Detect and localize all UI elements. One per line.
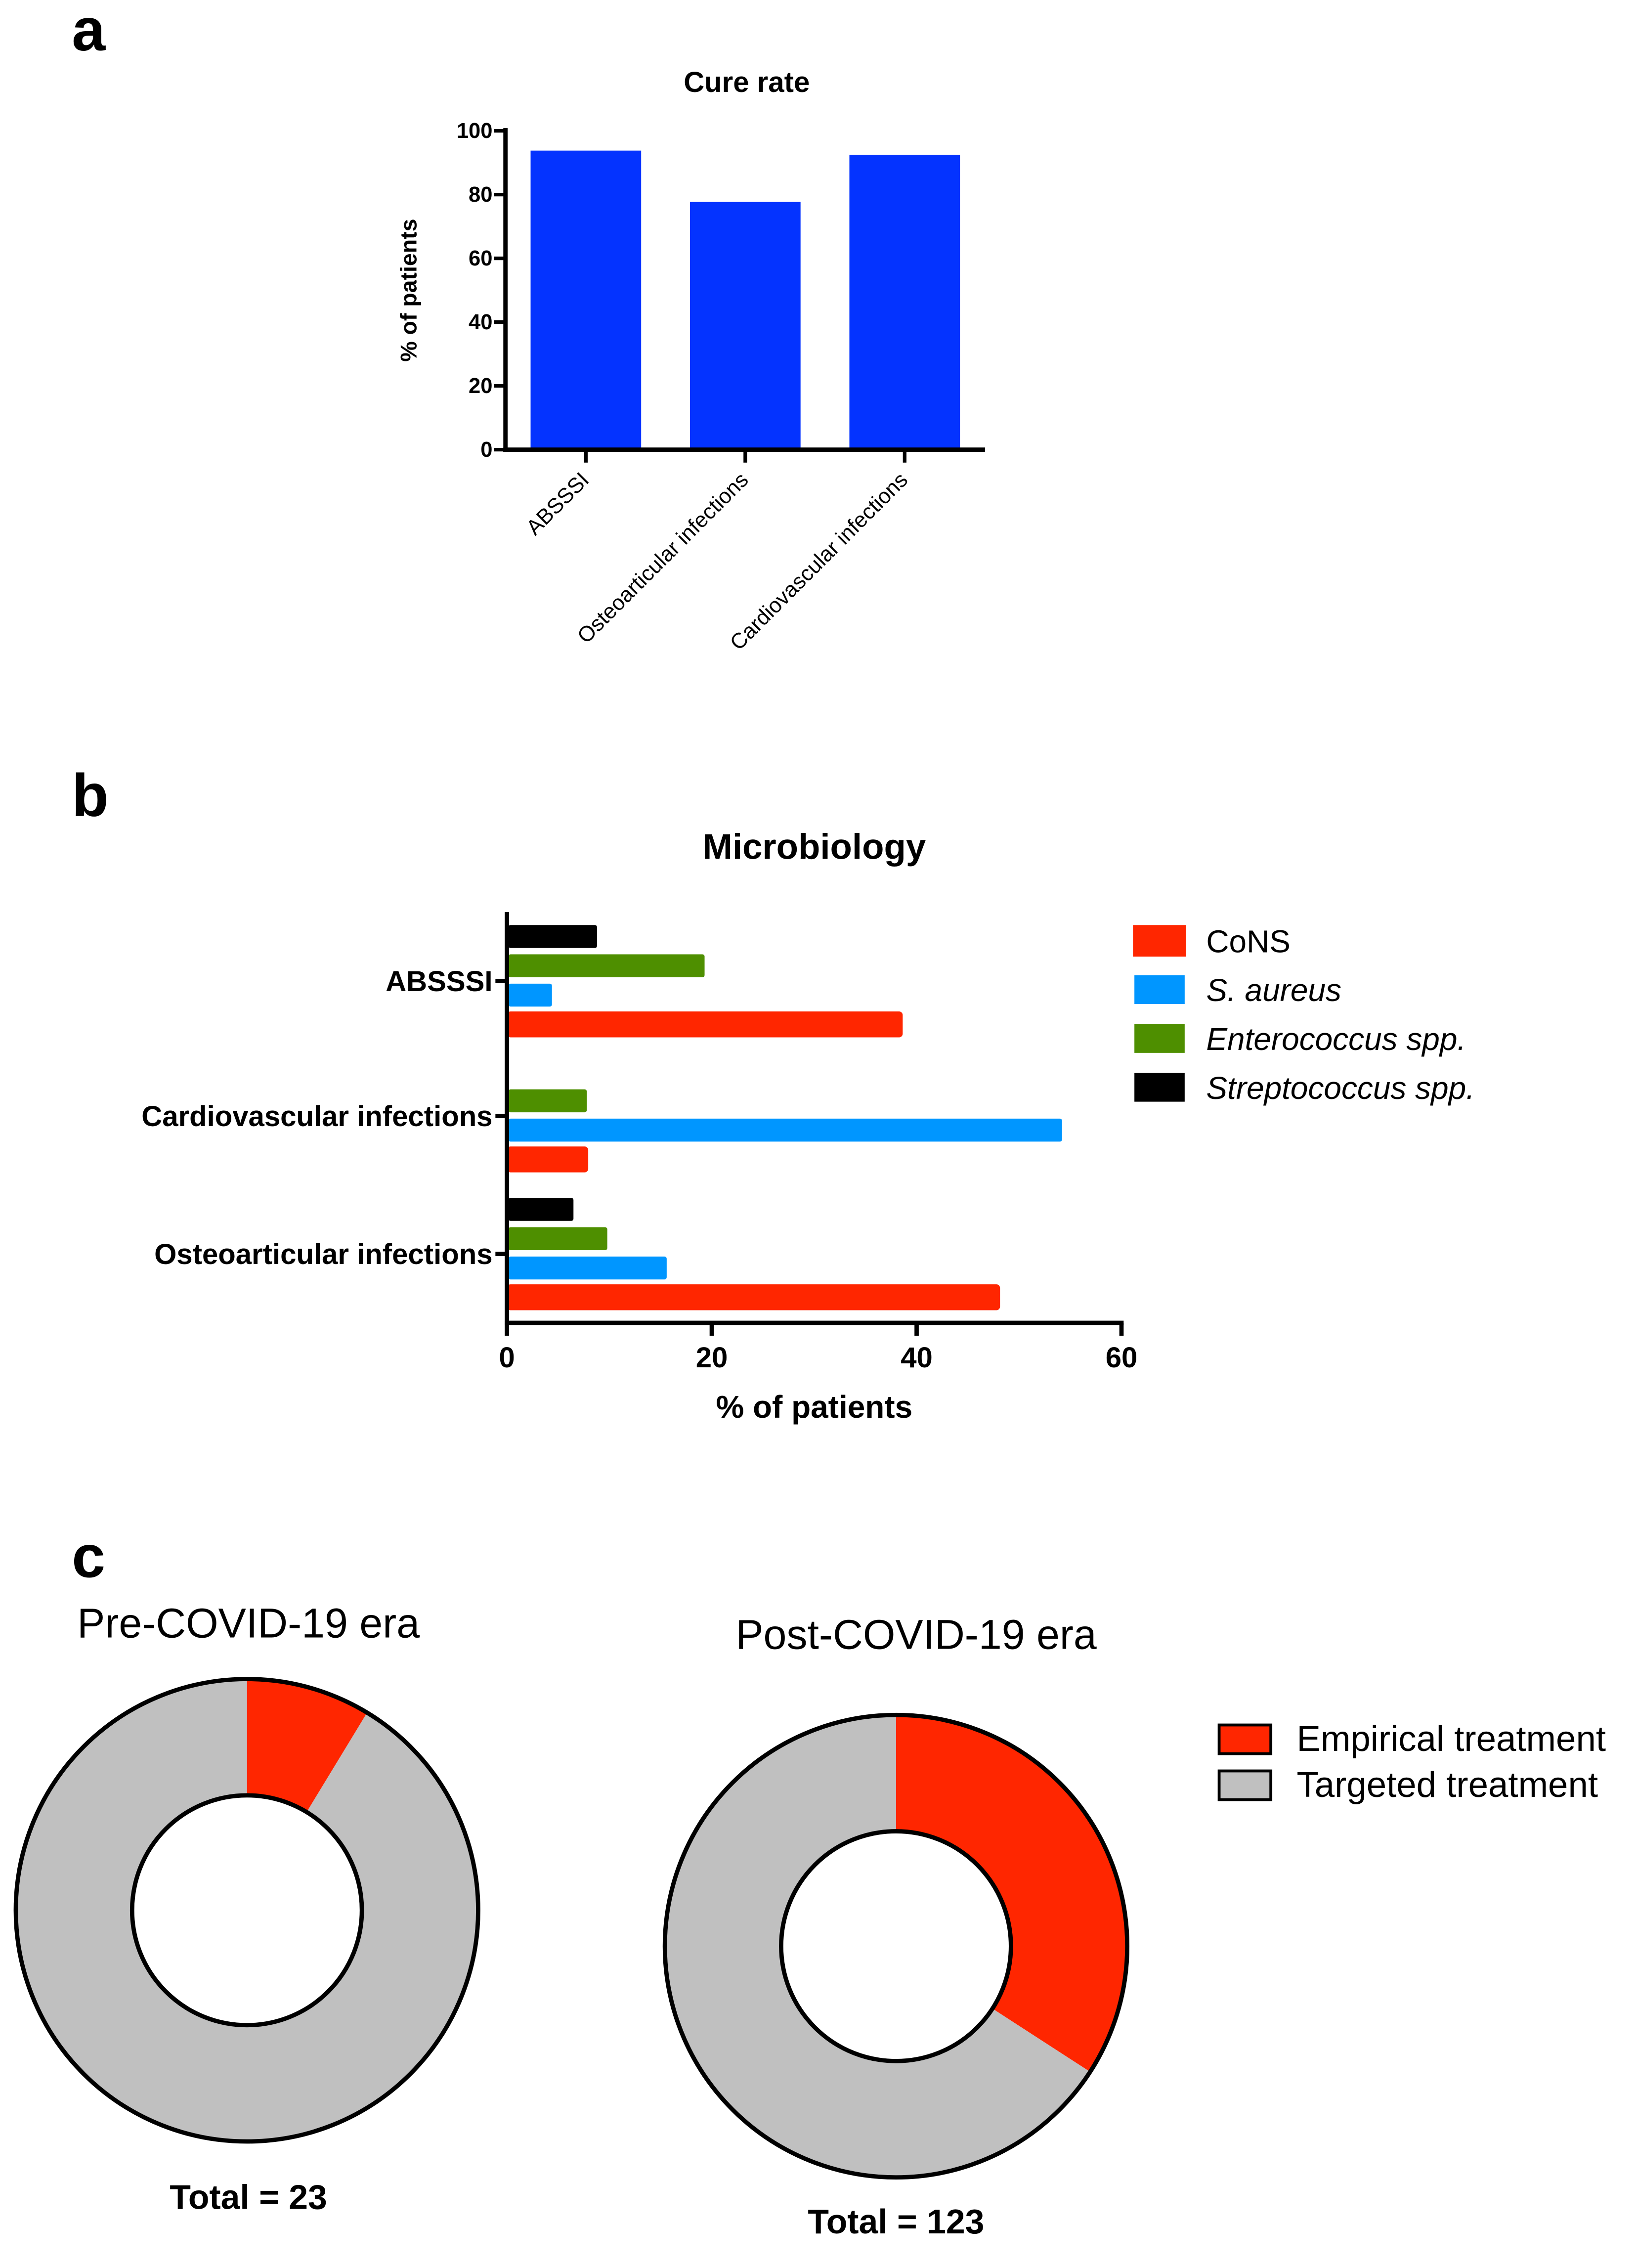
y-tick-label: 40 xyxy=(469,310,492,334)
pre-covid-total: Total = 23 xyxy=(170,2178,327,2217)
microbiology-bar xyxy=(508,1089,587,1113)
legend-label: CoNS xyxy=(1206,923,1290,959)
y-tick-label: 80 xyxy=(469,183,492,207)
cure-rate-bar xyxy=(530,150,642,450)
legend-swatch xyxy=(1134,975,1185,1004)
y-tick-label: Cardiovascular infections xyxy=(141,1100,492,1133)
cure-rate-chart: Cure rate % of patients ABSSSIOsteoartic… xyxy=(396,66,986,655)
y-tick-label: ABSSSI xyxy=(386,965,492,998)
legend-label: Streptococcus spp. xyxy=(1206,1070,1474,1106)
microbiology-bar xyxy=(508,1118,1062,1142)
x-tick-label: 60 xyxy=(1106,1342,1138,1374)
microbiology-bar xyxy=(508,983,552,1007)
donut-slice xyxy=(896,1715,1127,2072)
panel-label-a: a xyxy=(72,0,106,63)
microbiology-bar xyxy=(507,1011,903,1038)
y-tick-label: 100 xyxy=(457,119,493,143)
cure-rate-bar xyxy=(849,155,960,450)
microbiology-bar xyxy=(508,925,597,948)
microbiology-chart: Microbiology % of patients ABSSSI Cardiov… xyxy=(141,827,1475,1425)
cure-rate-bar xyxy=(689,202,801,450)
microbiology-bar xyxy=(508,1227,607,1251)
x-tick-label: 20 xyxy=(696,1342,728,1374)
donut-hole xyxy=(779,1829,1013,2063)
cure-rate-ylabel: % of patients xyxy=(396,219,422,362)
microbiology-title: Microbiology xyxy=(702,827,926,867)
legend-swatch-targeted xyxy=(1217,1769,1273,1801)
y-tick-label: 0 xyxy=(480,438,492,462)
treatment-donuts: Pre-COVID-19 era Total = 23 Post-COVID-1… xyxy=(13,1600,1606,2241)
x-tick-label: 0 xyxy=(499,1342,515,1374)
legend-swatch-empirical xyxy=(1217,1723,1273,1755)
x-tick-label: ABSSSI xyxy=(522,468,594,540)
pre-covid-title: Pre-COVID-19 era xyxy=(77,1600,420,1646)
y-tick-label: 20 xyxy=(469,374,492,398)
microbiology-xlabel: % of patients xyxy=(716,1389,912,1425)
x-tick-label: Osteoarticular infections xyxy=(573,468,753,648)
panel-label-b: b xyxy=(72,761,109,829)
microbiology-bar xyxy=(508,1256,667,1280)
microbiology-bar xyxy=(507,1284,1000,1310)
panel-label-c: c xyxy=(72,1523,105,1590)
legend-label-targeted: Targeted treatment xyxy=(1296,1765,1598,1805)
y-tick-label: 60 xyxy=(469,247,492,270)
x-tick-label: 40 xyxy=(901,1342,933,1374)
donut-slice xyxy=(665,1715,1090,2178)
donut-hole xyxy=(129,1793,364,2028)
donut-slice xyxy=(15,1679,478,2142)
legend-swatch xyxy=(1134,1073,1185,1102)
legend-label: S. aureus xyxy=(1206,972,1341,1008)
microbiology-bar xyxy=(508,1198,574,1221)
y-tick-label: Osteoarticular infections xyxy=(154,1238,492,1270)
legend-swatch xyxy=(1134,1024,1185,1053)
legend-label-empirical: Empirical treatment xyxy=(1296,1719,1606,1759)
donut-outer-border xyxy=(13,1677,480,2144)
x-tick-label: Cardiovascular infections xyxy=(726,468,912,655)
post-covid-total: Total = 123 xyxy=(808,2202,984,2241)
donut-outer-border xyxy=(662,1712,1129,2180)
post-covid-title: Post-COVID-19 era xyxy=(735,1612,1097,1658)
donut-slice xyxy=(247,1679,367,1812)
microbiology-bar xyxy=(507,1146,589,1173)
microbiology-bar xyxy=(508,954,705,978)
legend-label: Enterococcus spp. xyxy=(1206,1021,1466,1057)
cure-rate-title: Cure rate xyxy=(684,66,810,98)
legend-swatch xyxy=(1133,925,1186,957)
